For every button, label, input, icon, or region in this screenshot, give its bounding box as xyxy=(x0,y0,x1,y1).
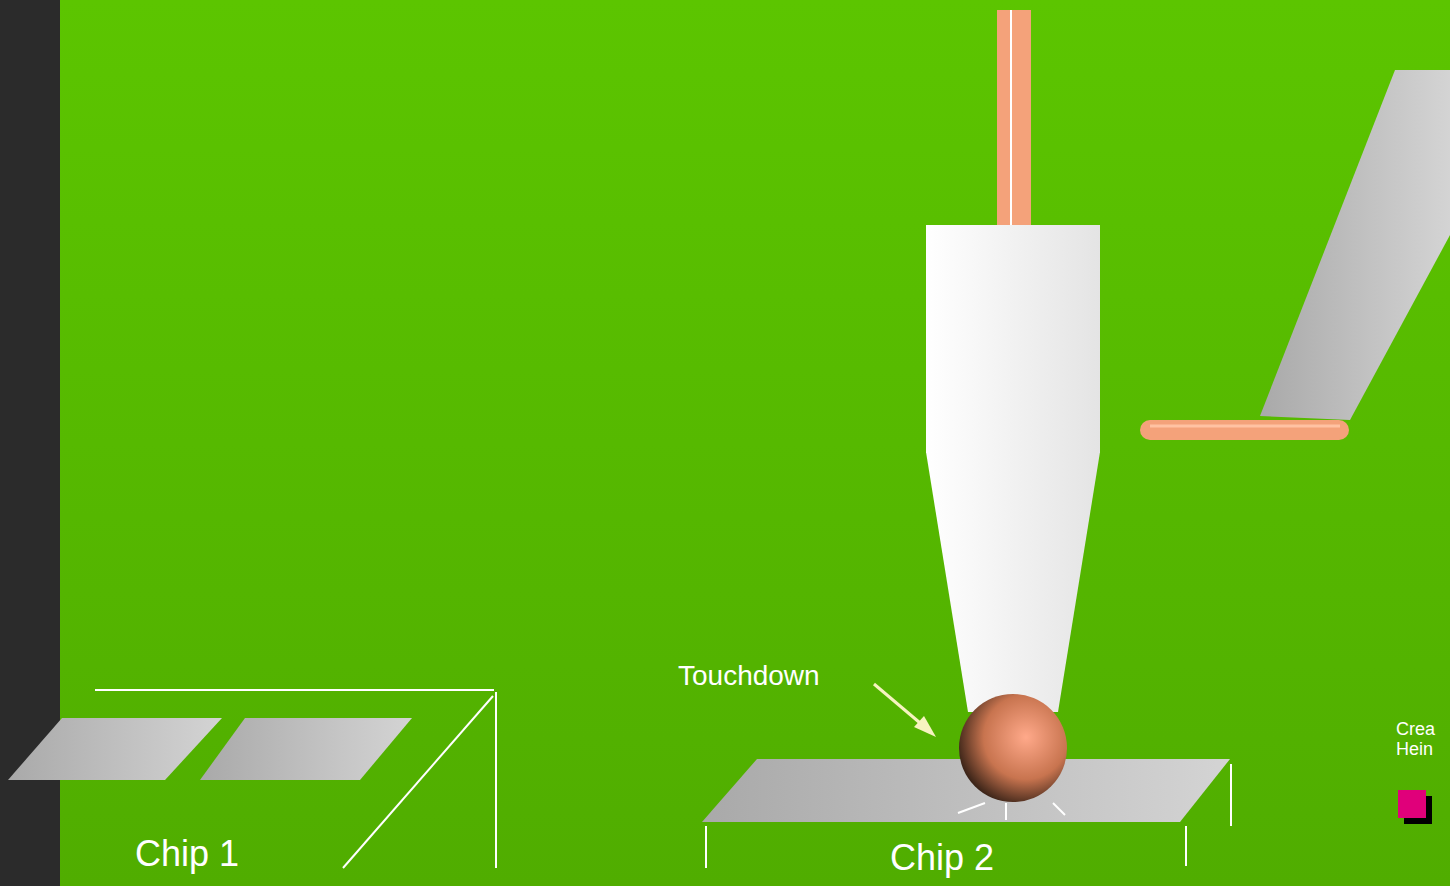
leader-arrow xyxy=(874,684,936,737)
credit-text: Hein xyxy=(1396,740,1433,758)
chip-label: Chip 2 xyxy=(890,840,994,876)
credit-text: Crea xyxy=(1396,720,1435,738)
chip-1 xyxy=(8,690,496,868)
chip-label: Chip 1 xyxy=(135,836,239,872)
wire-clamp xyxy=(1140,70,1450,440)
logo-square xyxy=(1398,790,1432,824)
bonding-capillary xyxy=(926,10,1100,802)
callout-label: Touchdown xyxy=(678,662,820,690)
